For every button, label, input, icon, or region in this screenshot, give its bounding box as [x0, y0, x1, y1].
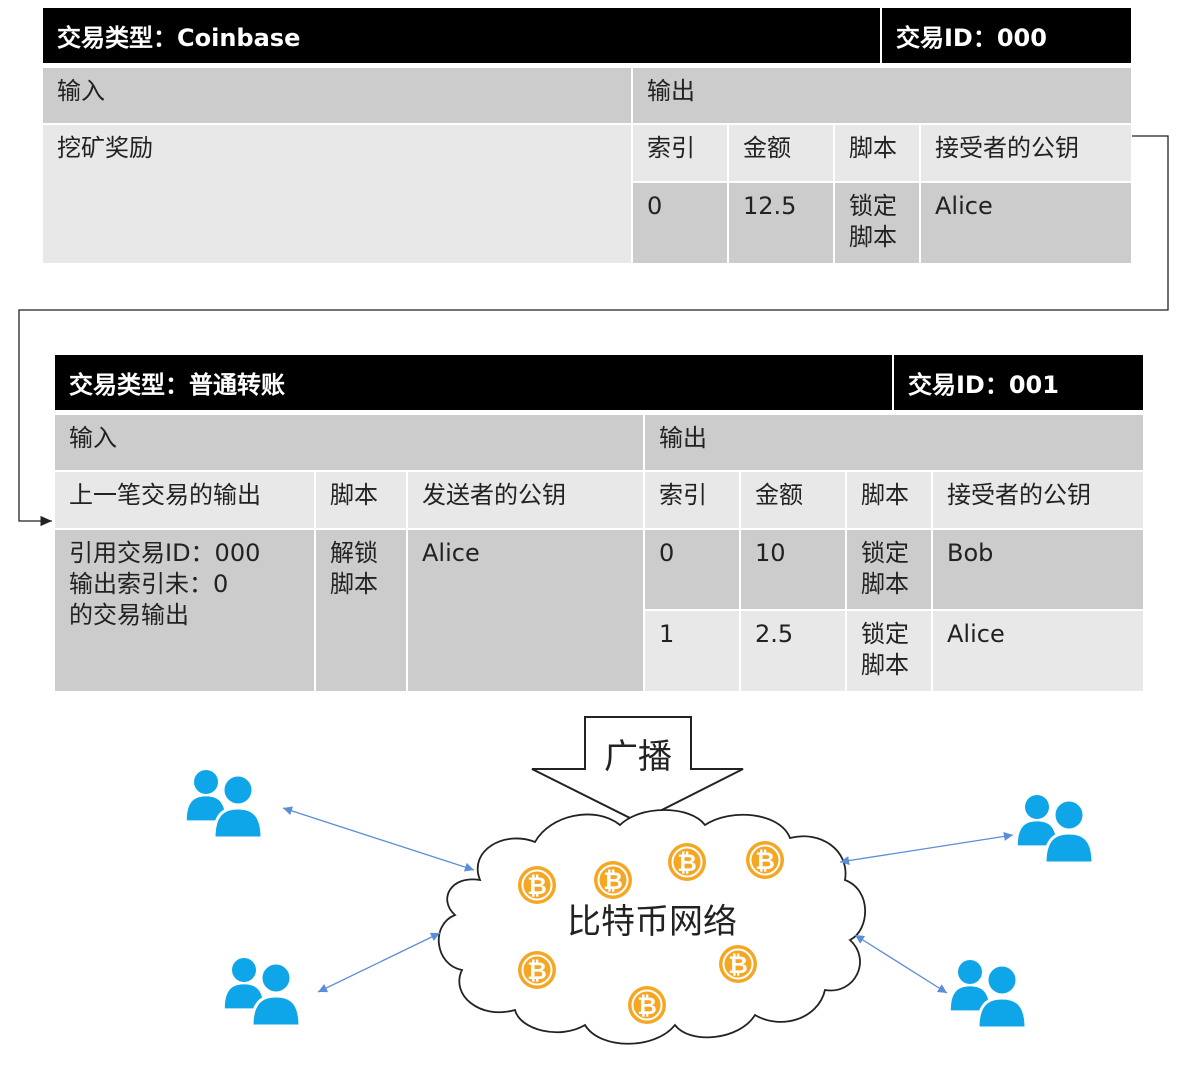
- link-arrow: [839, 831, 1014, 866]
- tx1-row0-pubkey: Alice: [921, 183, 1131, 263]
- tx2-row0-script: 锁定 脚本: [847, 530, 931, 609]
- tx1-id-header: 交易ID：000: [882, 8, 1131, 63]
- link-arrow: [854, 934, 948, 994]
- tx2-row1-pubkey: Alice: [933, 611, 1143, 691]
- bitcoin-coin-icon: [517, 865, 557, 905]
- bitcoin-coin-icon: [667, 842, 707, 882]
- broadcast-label: 广播: [604, 737, 672, 777]
- tx1-col-amount: 金额: [729, 125, 833, 181]
- tx2-row0-index: 0: [645, 530, 739, 609]
- tx2-col-sender-pubkey: 发送者的公钥: [408, 472, 643, 528]
- tx2-row0-amount: 10: [741, 530, 845, 609]
- link-arrow: [317, 932, 441, 993]
- tx1-input-value: 挖矿奖励: [43, 125, 631, 263]
- bitcoin-coin-icon: [593, 860, 633, 900]
- tx1-type-header: 交易类型：Coinbase: [43, 8, 880, 63]
- bitcoin-coin-icon: [627, 985, 667, 1025]
- tx2-col-amount: 金额: [741, 472, 845, 528]
- user-group-icon: [225, 958, 300, 1026]
- tx2-type-header: 交易类型：普通转账: [55, 355, 892, 410]
- tx1-row0-script: 锁定 脚本: [835, 183, 919, 263]
- tx2-input-header: 输入: [55, 415, 643, 470]
- tx1-row0-index: 0: [633, 183, 727, 263]
- tx1-col-script: 脚本: [835, 125, 919, 181]
- tx2-col-output-script: 脚本: [847, 472, 931, 528]
- bitcoin-coin-icon: [517, 950, 557, 990]
- bitcoin-coin-icon: [745, 840, 785, 880]
- tx2-id-label: 交易ID：001: [908, 371, 1059, 399]
- tx2-output-header: 输出: [645, 415, 1143, 470]
- tx2-input-pubkey: Alice: [408, 530, 643, 691]
- broadcast-arrow: [531, 716, 744, 824]
- tx2-col-receiver-pubkey: 接受者的公钥: [933, 472, 1143, 528]
- bitcoin-coin-icon: [718, 944, 758, 984]
- tx1-output-header: 输出: [633, 68, 1131, 123]
- tx1-col-index: 索引: [633, 125, 727, 181]
- user-group-icon: [951, 960, 1026, 1028]
- tx2-row1-script: 锁定 脚本: [847, 611, 931, 691]
- tx2-type-label: 交易类型：普通转账: [69, 371, 285, 399]
- tx2-input-prev-output: 引用交易ID：000 输出索引未：0 的交易输出: [55, 530, 314, 691]
- user-group-icon: [187, 770, 262, 838]
- tx2-row1-index: 1: [645, 611, 739, 691]
- user-group-icon: [1018, 795, 1093, 863]
- tx2-id-header: 交易ID：001: [894, 355, 1143, 410]
- tx1-row0-amount: 12.5: [729, 183, 833, 263]
- tx2-input-script: 解锁 脚本: [316, 530, 406, 691]
- tx2-row0-pubkey: Bob: [933, 530, 1143, 609]
- network-label: 比特币网络: [567, 902, 737, 942]
- tx2-col-prev-output: 上一笔交易的输出: [55, 472, 314, 528]
- tx1-input-header: 输入: [43, 68, 631, 123]
- tx1-type-label: 交易类型：Coinbase: [57, 24, 301, 52]
- tx-link-connector: [18, 135, 1169, 527]
- tx1-id-label: 交易ID：000: [896, 24, 1047, 52]
- link-arrow: [282, 806, 475, 872]
- tx2-row1-amount: 2.5: [741, 611, 845, 691]
- tx2-col-index: 索引: [645, 472, 739, 528]
- tx1-col-pubkey: 接受者的公钥: [921, 125, 1131, 181]
- tx2-col-input-script: 脚本: [316, 472, 406, 528]
